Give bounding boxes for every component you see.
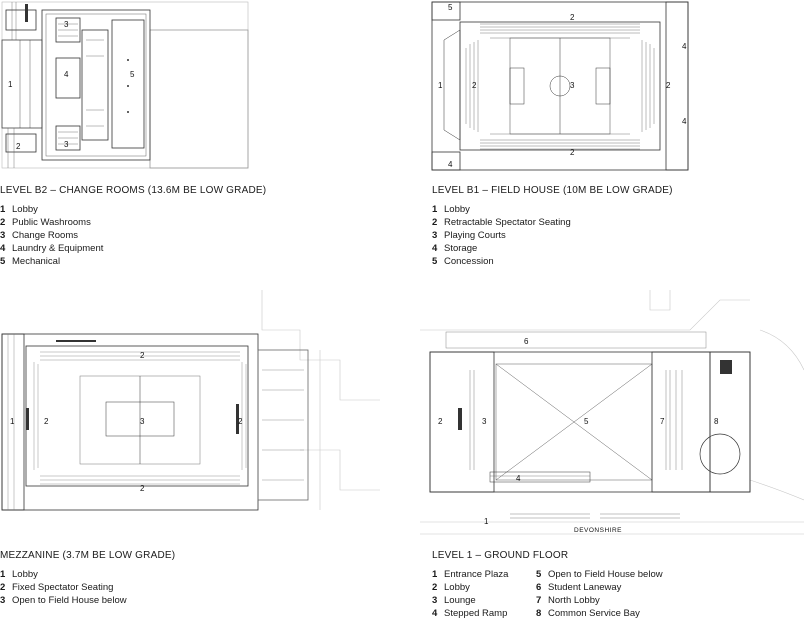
b1-label-2-right: 2 [666,81,671,90]
mezz-label-2-top: 2 [140,351,145,360]
l1-label-8: 8 [714,417,719,426]
b1-label-1: 1 [438,81,443,90]
mezz-label-2-bottom: 2 [140,484,145,493]
b2-label-3-top: 3 [64,20,69,29]
b1-label-2-bottom: 2 [570,148,575,157]
b2-label-5: 5 [130,70,135,79]
l1-label-4: 4 [516,474,521,483]
l1-label-6: 6 [524,337,529,346]
b1-label-2-left: 2 [472,81,477,90]
l1-label-7: 7 [660,417,665,426]
b1-label-2-top: 2 [570,13,575,22]
b2-label-3-bottom: 3 [64,140,69,149]
l1-label-3: 3 [482,417,487,426]
caption-title: LEVEL B2 – CHANGE ROOMS (13.6M BE LOW GR… [0,185,267,196]
mezz-label-1: 1 [10,417,15,426]
plan-level-b2: 3 4 5 1 2 3 [0,0,250,172]
plan-mezzanine: 2 1 2 3 2 2 [0,290,380,522]
b1-label-3: 3 [570,81,575,90]
mezz-label-2-right: 2 [238,417,243,426]
floorplan-mezzanine-drawing: 2 1 2 3 2 2 [1,290,380,511]
b2-label-2: 2 [16,142,21,151]
caption-level-b1: LEVEL B1 – FIELD HOUSE (10M BE LOW GRADE… [432,184,673,268]
caption-title: LEVEL 1 – GROUND FLOOR [432,550,569,561]
plan-level-b1: 5 2 1 2 3 2 4 4 2 4 [430,0,694,172]
l1-label-1: 1 [484,517,489,526]
plan-level-1: 6 2 3 5 7 8 4 1 DEVONSHIRE [420,290,804,540]
b1-label-4-bottom-left: 4 [448,160,453,169]
caption-title: LEVEL B1 – FIELD HOUSE (10M BE LOW GRADE… [432,185,673,196]
floorplan-b1-drawing: 5 2 1 2 3 2 4 4 2 4 [431,1,689,171]
b2-label-1: 1 [8,80,13,89]
street-label-devonshire: DEVONSHIRE [574,527,622,534]
b1-label-4-top-right: 4 [682,42,687,51]
l1-label-5: 5 [584,417,589,426]
caption-level-b2: LEVEL B2 – CHANGE ROOMS (13.6M BE LOW GR… [0,184,266,268]
b1-label-4-bottom-right: 4 [682,117,687,126]
floorplan-level1-drawing: 6 2 3 5 7 8 4 1 DEVONSHIRE [420,290,804,535]
floorplan-b2-drawing: 3 4 5 1 2 3 [1,1,249,169]
mezz-label-2-left: 2 [44,417,49,426]
mezz-label-3: 3 [140,417,145,426]
b1-label-5: 5 [448,3,453,12]
caption-title: MEZZANINE (3.7M BE LOW GRADE) [0,550,176,561]
b2-label-4: 4 [64,70,69,79]
l1-label-2: 2 [438,417,443,426]
